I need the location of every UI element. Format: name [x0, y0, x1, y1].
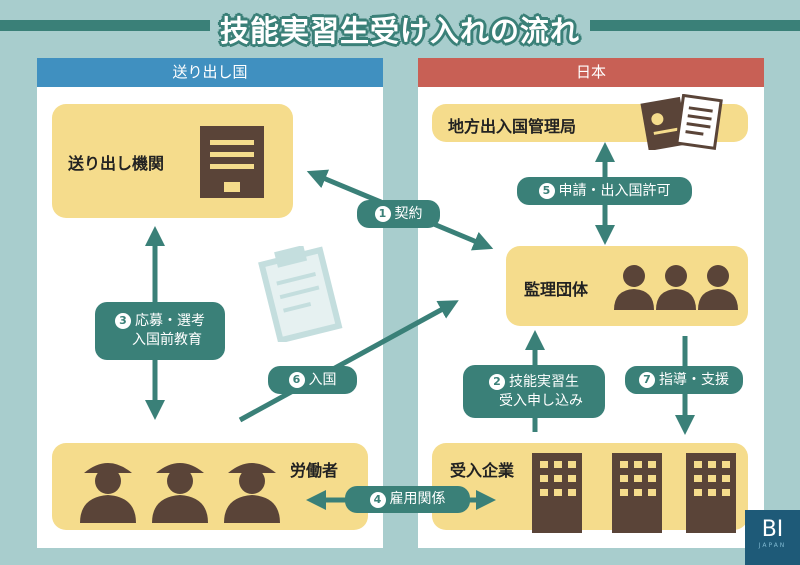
clipboard-icon [258, 246, 343, 342]
office-buildings-icon [532, 453, 736, 533]
sending-agency-label: 送り出し機関 [68, 154, 165, 173]
step-label-line1: 応募・選考 [135, 313, 205, 330]
supervising-org-label: 監理団体 [524, 280, 589, 299]
businesspeople-icon [614, 265, 738, 310]
company-label: 受入企業 [450, 461, 515, 480]
step-number: 1 [374, 206, 391, 222]
step-number: 5 [538, 183, 555, 199]
sending-country-header: 送り出し国 [37, 58, 383, 87]
building-icon [200, 126, 264, 198]
workers-icon [80, 463, 280, 523]
immigration-label: 地方出入国管理局 [448, 117, 577, 136]
arrow-entry [238, 300, 459, 423]
documents-icon [640, 94, 723, 150]
sending-agency-box: 送り出し機関 [52, 104, 293, 218]
step-number: 3 [115, 313, 131, 330]
step-label: 契約 [394, 205, 423, 222]
step-number: 4 [369, 491, 386, 508]
step-label-line1: 技能実習生 [509, 373, 579, 390]
supervising-org-box: 監理団体 [506, 246, 748, 326]
step-label: 申請・出入国許可 [558, 182, 671, 199]
japan-header: 日本 [418, 58, 764, 87]
page-title: 技能実習生受け入れの流れ [0, 8, 800, 50]
logo-main: BI [761, 517, 784, 542]
title-text: 技能実習生受け入れの流れ [209, 14, 590, 48]
step-number: 6 [288, 372, 305, 388]
step-label: 入国 [308, 371, 337, 388]
step-number: 7 [639, 372, 655, 388]
company-box: 受入企業 [432, 443, 748, 533]
step-label: 雇用関係 [389, 491, 446, 508]
worker-label: 労働者 [290, 461, 339, 480]
step-number: 2 [489, 373, 505, 390]
bi-japan-logo: BI JAPAN [745, 510, 800, 565]
worker-box: 労働者 [52, 443, 368, 530]
step-label-line2: 受入申し込み [499, 392, 583, 409]
step-label: 指導・支援 [659, 371, 729, 388]
step-label-line2: 入国前教育 [132, 332, 202, 348]
logo-sub: JAPAN [758, 542, 787, 549]
